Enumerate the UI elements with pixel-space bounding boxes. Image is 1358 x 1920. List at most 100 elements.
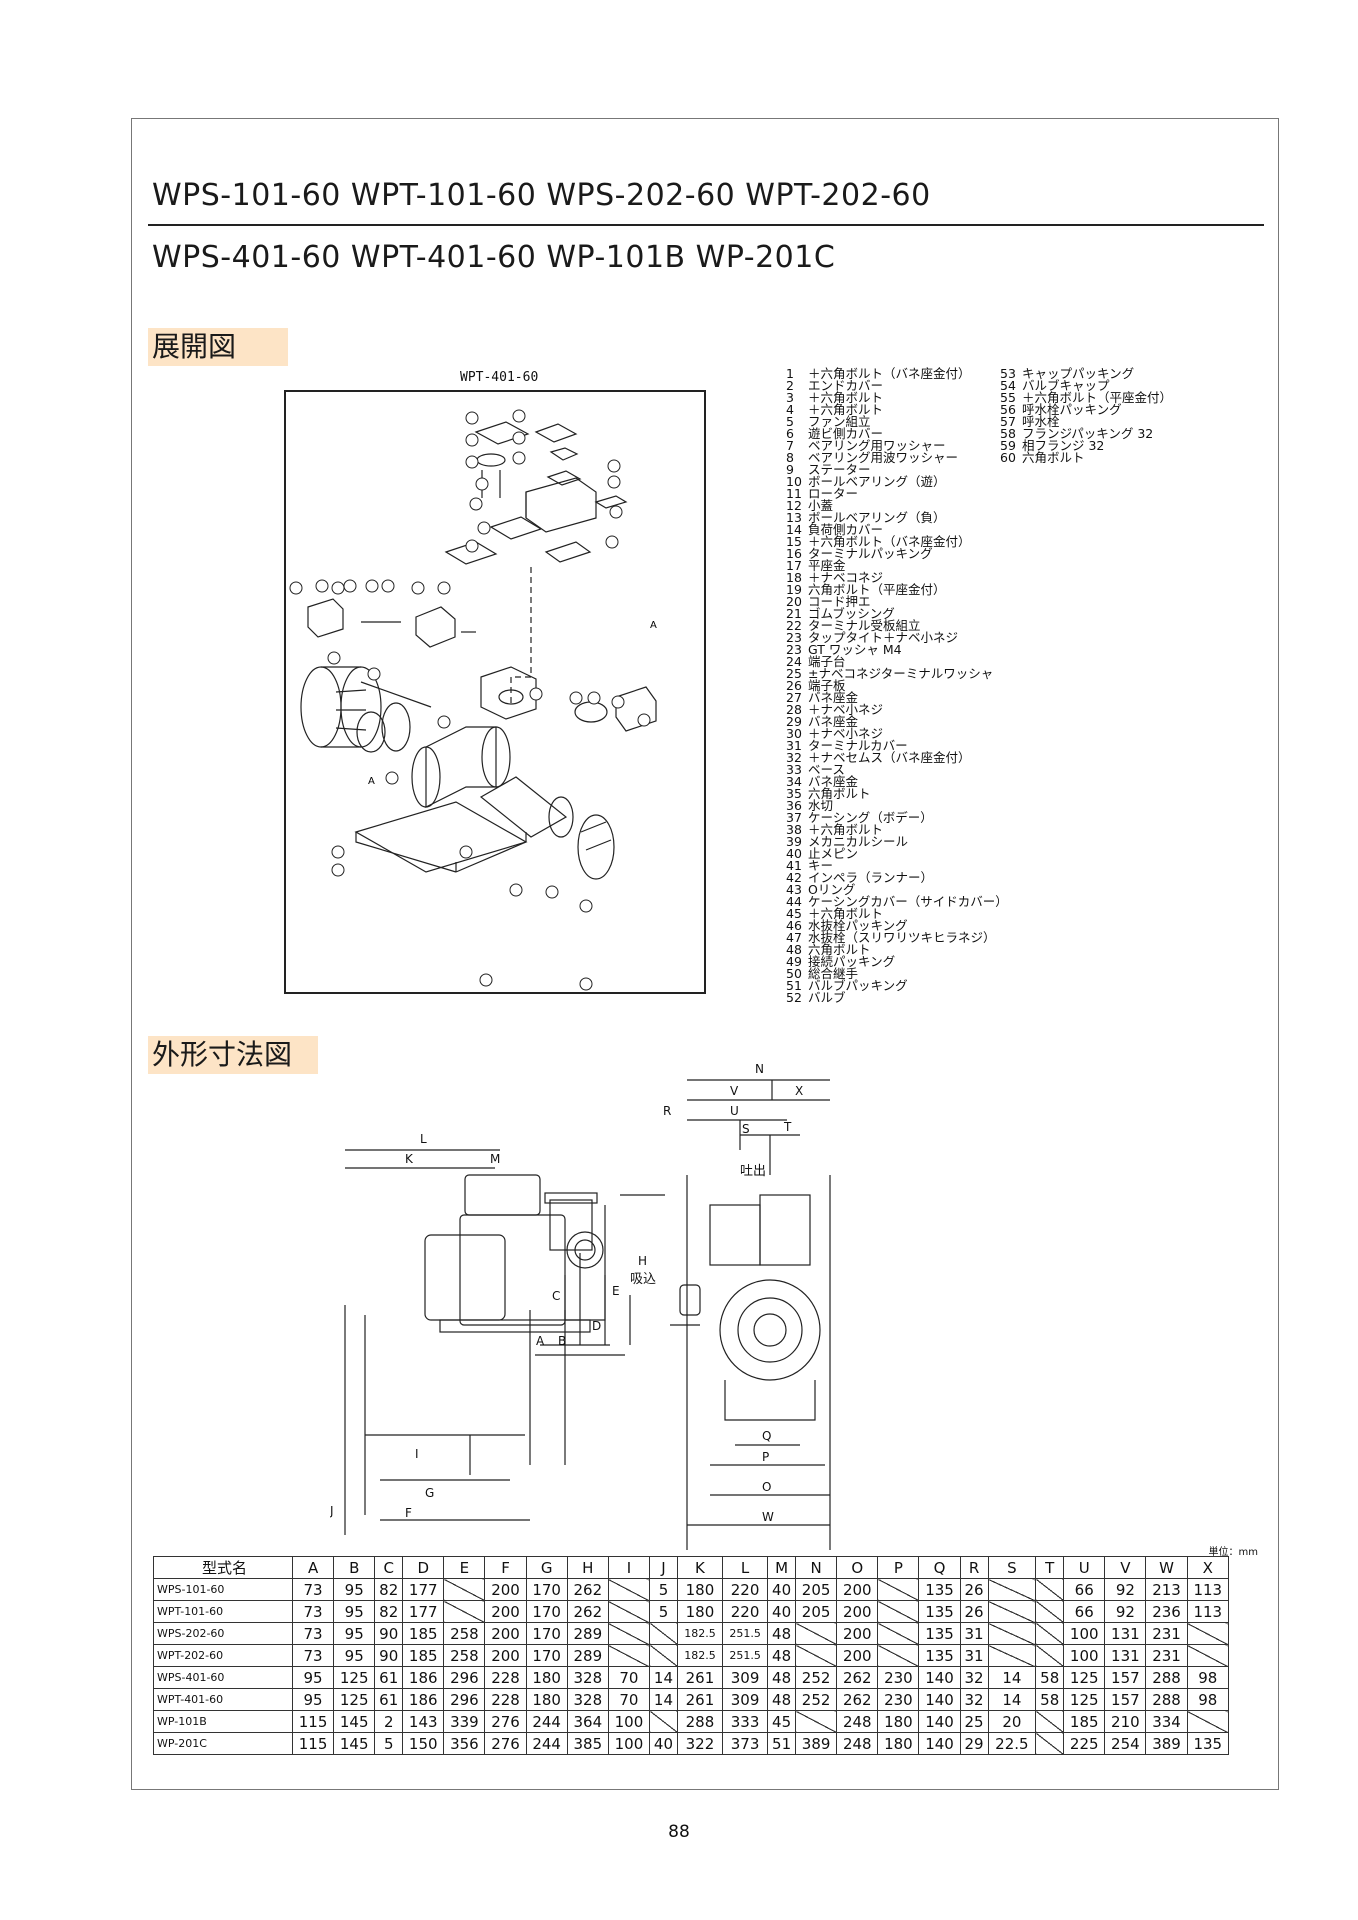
table-cell: 22.5 [987,1732,1037,1755]
exploded-diagram: A A [284,390,706,994]
table-cell: 95 [333,1644,376,1667]
part-number: 13 [786,510,802,525]
part-name: ＋ナベ小ネジ [808,726,884,741]
part-item: 32＋ナベセムス（バネ座金付） [786,751,1008,764]
table-header-cell: S [987,1556,1037,1579]
table-header-cell: P [877,1556,920,1579]
table-cell: 82 [374,1600,404,1623]
table-cell: 389 [1145,1732,1188,1755]
part-name: ローター [808,486,859,501]
dim-label-m: M [490,1152,500,1166]
table-cell: 262 [566,1600,609,1623]
table-cell: 100 [607,1732,651,1755]
dim-label-g: G [425,1486,434,1500]
table-cell: 309 [722,1688,769,1711]
table-cell: 14 [987,1666,1037,1689]
part-name: バルブキャップ [1022,378,1110,393]
diagram-marker-a: A [368,776,375,787]
part-name: 六角ボルト [1022,450,1085,465]
part-name: ステーター [808,462,871,477]
dim-label-j: J [330,1504,334,1518]
dim-label-p: P [762,1450,769,1464]
table-cell: 254 [1104,1732,1147,1755]
table-cell: 200 [836,1622,879,1645]
table-cell: 40 [767,1600,797,1623]
part-name: インペラ（ランナー） [808,870,934,885]
table-cell: 40 [767,1578,797,1601]
table-cell: 73 [291,1622,335,1645]
table-cell: 29 [959,1732,989,1755]
table-header-cell: 型式名 [153,1556,293,1579]
table-cell: 95 [333,1600,376,1623]
table-cell: 32 [959,1688,989,1711]
part-number: 53 [1000,366,1016,381]
part-name: バルブパッキング [808,978,908,993]
table-cell: 113 [1186,1578,1230,1601]
table-cell: 177 [402,1578,445,1601]
table-cell: 261 [676,1666,724,1689]
table-cell: 135 [918,1644,961,1667]
table-cell: 145 [333,1710,376,1733]
part-number: 35 [786,786,802,801]
part-name: 六角ボルト [808,942,871,957]
table-cell [987,1600,1037,1623]
table-cell: 140 [918,1666,961,1689]
table-cell: 200 [484,1600,527,1623]
table-header-cell: K [676,1556,724,1579]
table-cell: 185 [1063,1710,1106,1733]
part-name: 水切 [808,798,834,813]
part-name: 端子台 [808,654,846,669]
table-cell: 182.5 [676,1622,724,1645]
page-number: 88 [668,1822,690,1842]
part-number: 24 [786,654,802,669]
table-cell: 90 [374,1644,404,1667]
part-name: キー [808,858,834,873]
dim-label-s: S [742,1122,750,1136]
table-cell: 200 [484,1622,527,1645]
part-name: ベアリング用ワッシャー [808,438,946,453]
table-cell: 95 [333,1578,376,1601]
part-number: 29 [786,714,802,729]
part-name: 水抜栓（スリワリツキヒラネジ） [808,930,996,945]
part-number: 60 [1000,450,1016,465]
part-number: 44 [786,894,802,909]
part-number: 5 [786,414,794,429]
model-name-cell: WP-201C [153,1732,293,1755]
table-cell: 20 [987,1710,1037,1733]
part-name: Oリング [808,882,856,897]
table-cell: 180 [676,1578,724,1601]
table-cell [1035,1644,1065,1667]
part-number: 57 [1000,414,1016,429]
part-item: 4＋六角ボルト [786,403,1008,416]
part-number: 15 [786,534,802,549]
table-cell: 288 [676,1710,724,1733]
unit-label: 単位：mm [1208,1547,1258,1558]
table-cell: 95 [291,1666,335,1689]
table-cell: 115 [291,1732,335,1755]
part-number: 50 [786,966,802,981]
part-name: ターミナルパッキング [808,546,933,561]
table-cell [1035,1710,1065,1733]
table-cell: 5 [374,1732,404,1755]
table-cell: 125 [1063,1688,1106,1711]
table-cell: 177 [402,1600,445,1623]
table-cell: 228 [484,1666,527,1689]
